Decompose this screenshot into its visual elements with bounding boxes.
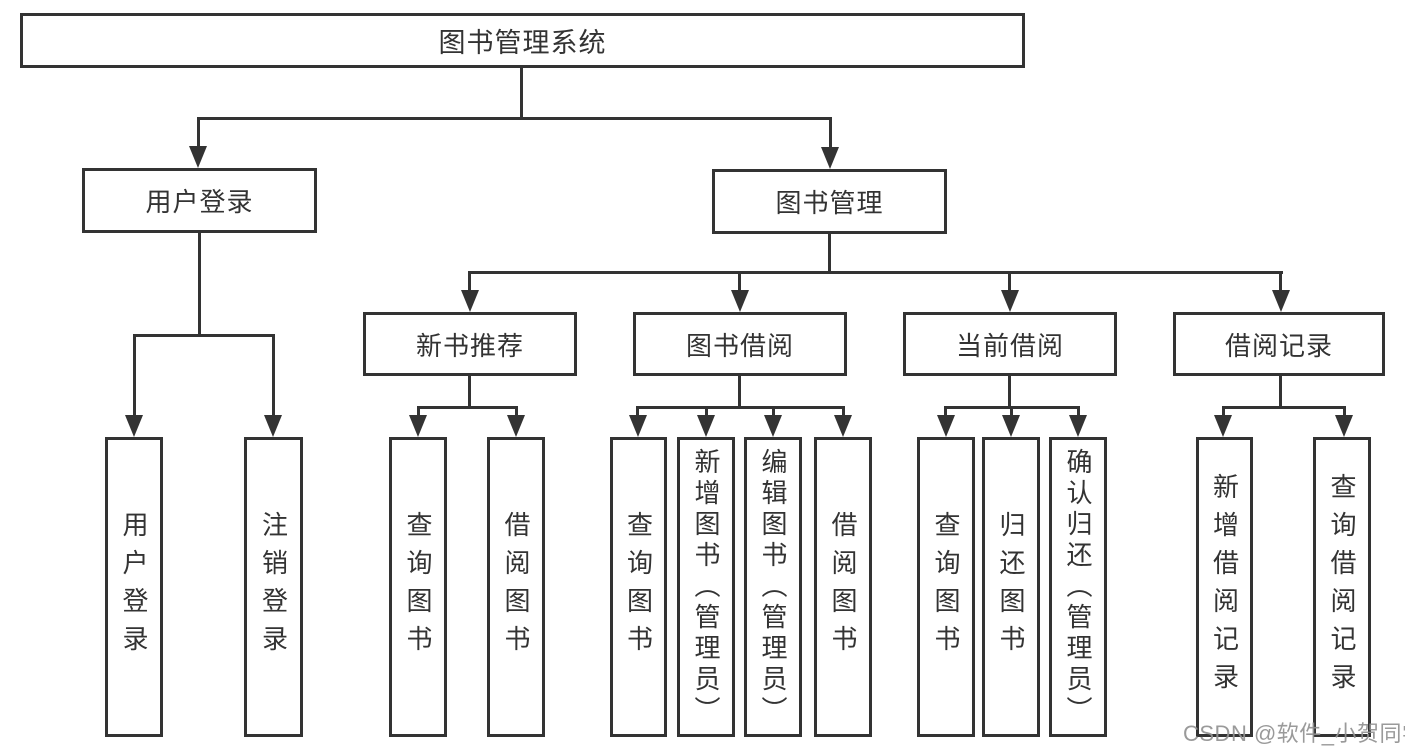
connector-line: [417, 406, 518, 409]
arrow-down-icon: [764, 415, 782, 437]
arrow-down-icon: [1002, 415, 1020, 437]
arrow-down-icon: [409, 415, 427, 437]
arrow-down-icon: [461, 290, 479, 312]
leaf-label: 借阅图书: [828, 511, 858, 663]
node-borrow-records: 借阅记录: [1173, 312, 1385, 376]
connector-line: [738, 271, 741, 293]
arrow-down-icon: [1335, 415, 1353, 437]
leaf-label: 注销登录: [258, 511, 289, 663]
connector-line: [197, 117, 832, 120]
node-new-book-recommend: 新书推荐: [363, 312, 577, 376]
arrow-down-icon: [1001, 290, 1019, 312]
leaf-newbook-query-books: 查询图书: [389, 437, 447, 737]
arrow-down-icon: [507, 415, 525, 437]
connector-line: [944, 406, 947, 419]
connector-line: [133, 334, 136, 418]
leaf-label: 新增借阅记录: [1209, 473, 1240, 701]
arrow-down-icon: [629, 415, 647, 437]
connector-line: [1008, 271, 1011, 293]
leaf-label: 编辑图书（管理员）: [758, 447, 788, 727]
node-user-login: 用户登录: [82, 168, 317, 233]
connector-line: [272, 334, 275, 418]
node-current-borrow: 当前借阅: [903, 312, 1117, 376]
leaf-borrow-query-books: 查询图书: [610, 437, 667, 737]
leaf-newbook-borrow-books: 借阅图书: [487, 437, 545, 737]
connector-line: [515, 406, 518, 419]
leaf-user-login: 用户登录: [105, 437, 163, 737]
arrow-down-icon: [125, 415, 143, 437]
connector-line: [1279, 376, 1282, 409]
leaf-borrow-borrow-books: 借阅图书: [814, 437, 872, 737]
arrow-down-icon: [834, 415, 852, 437]
connector-line: [133, 334, 275, 337]
connector-line: [1008, 376, 1011, 409]
leaf-records-query-record: 查询借阅记录: [1313, 437, 1371, 737]
leaf-current-query-books: 查询图书: [917, 437, 975, 737]
connector-line: [469, 271, 1283, 274]
connector-line: [828, 234, 831, 274]
connector-line: [636, 406, 845, 409]
connector-line: [772, 406, 775, 419]
leaf-label: 查询图书: [931, 511, 961, 663]
connector-line: [1343, 406, 1346, 419]
connector-line: [1010, 406, 1013, 419]
connector-line: [468, 271, 471, 293]
leaf-label: 查询图书: [623, 511, 654, 663]
connector-line: [636, 406, 639, 419]
arrow-down-icon: [697, 415, 715, 437]
leaf-current-return-books: 归还图书: [982, 437, 1040, 737]
connector-line: [1077, 406, 1080, 419]
arrow-down-icon: [189, 146, 207, 168]
leaf-records-add-record: 新增借阅记录: [1196, 437, 1253, 737]
root-node-library-system: 图书管理系统: [20, 13, 1025, 68]
arrow-down-icon: [821, 147, 839, 169]
arrow-down-icon: [937, 415, 955, 437]
leaf-label: 归还图书: [996, 511, 1026, 663]
node-book-borrow: 图书借阅: [633, 312, 847, 376]
leaf-borrow-add-books-admin: 新增图书（管理员）: [677, 437, 735, 737]
leaf-label: 查询借阅记录: [1327, 473, 1357, 701]
leaf-logout-login: 注销登录: [244, 437, 303, 737]
connector-line: [417, 406, 420, 419]
arrow-down-icon: [1069, 415, 1087, 437]
connector-line: [1222, 406, 1346, 409]
leaf-label: 新增图书（管理员）: [691, 447, 721, 727]
connector-line: [520, 66, 523, 120]
connector-line: [829, 117, 832, 150]
leaf-label: 确认归还（管理员）: [1063, 447, 1093, 727]
csdn-watermark: CSDN @软件_小贺同学: [1183, 721, 1405, 746]
arrow-down-icon: [1272, 290, 1290, 312]
connector-line: [738, 376, 741, 409]
arrow-down-icon: [264, 415, 282, 437]
connector-line: [1279, 271, 1282, 293]
node-book-management: 图书管理: [712, 169, 947, 234]
connector-line: [468, 376, 471, 409]
arrow-down-icon: [1214, 415, 1232, 437]
connector-line: [198, 233, 201, 337]
leaf-label: 查询图书: [403, 511, 433, 663]
arrow-down-icon: [731, 290, 749, 312]
leaf-borrow-edit-books-admin: 编辑图书（管理员）: [744, 437, 802, 737]
connector-line: [1222, 406, 1225, 419]
leaf-current-confirm-return-admin: 确认归还（管理员）: [1049, 437, 1107, 737]
connector-line: [842, 406, 845, 419]
leaf-label: 借阅图书: [501, 511, 531, 663]
connector-line: [705, 406, 708, 419]
leaf-label: 用户登录: [119, 511, 149, 663]
connector-line: [197, 117, 200, 149]
